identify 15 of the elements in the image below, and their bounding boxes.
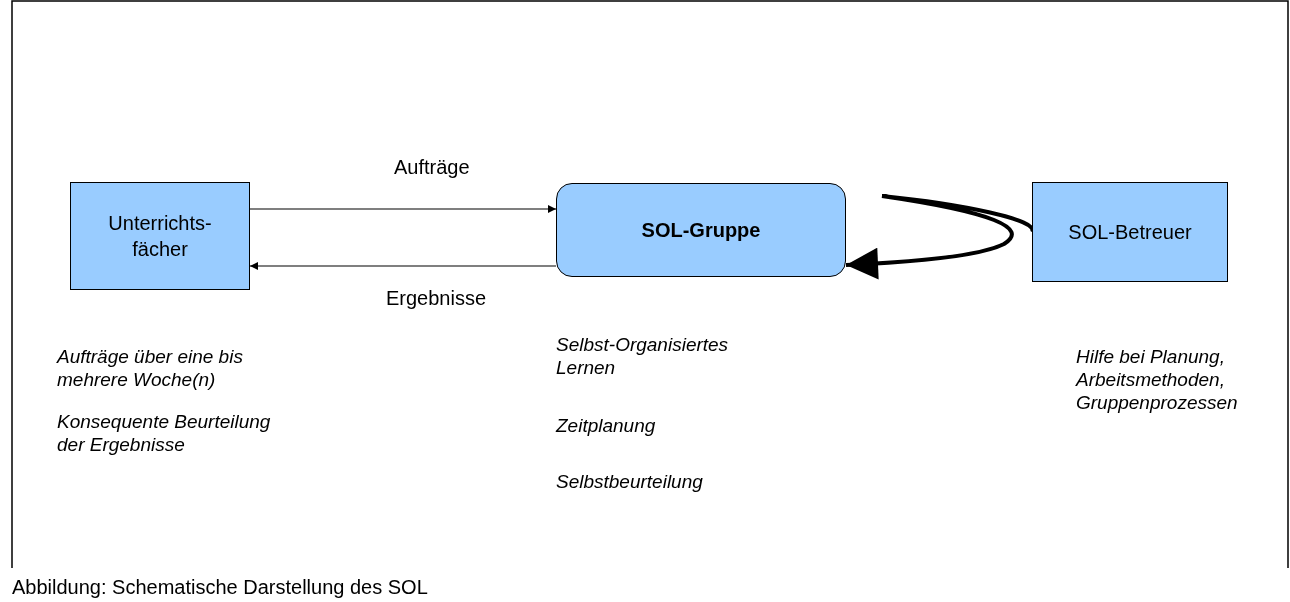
note-text: Hilfe bei Planung, Arbeitsmethoden, Gruppenprozessen [1076,345,1239,414]
edge-label: Ergebnisse [384,287,489,310]
edge-label: Aufträge [392,156,472,179]
subject-box: Unterrichts- fächer [70,182,250,290]
note-text: Zeitplanung [556,414,657,437]
note-text: Konsequente Beurteilung der Ergebnisse [57,410,272,456]
figure-caption: Abbildung: Schematische Darstellung des SOL [12,576,428,599]
arrow [249,205,557,213]
group-box: SOL-Gruppe [556,183,846,277]
arrow [249,262,557,270]
curved-arrow [845,194,1034,280]
note-text: Selbst-Organisiertes Lernen [556,333,730,379]
tutor-box: SOL-Betreuer [1032,182,1228,282]
note-text: Selbstbeurteilung [556,470,704,493]
note-text: Aufträge über eine bis mehrere Woche(n) [57,345,244,391]
